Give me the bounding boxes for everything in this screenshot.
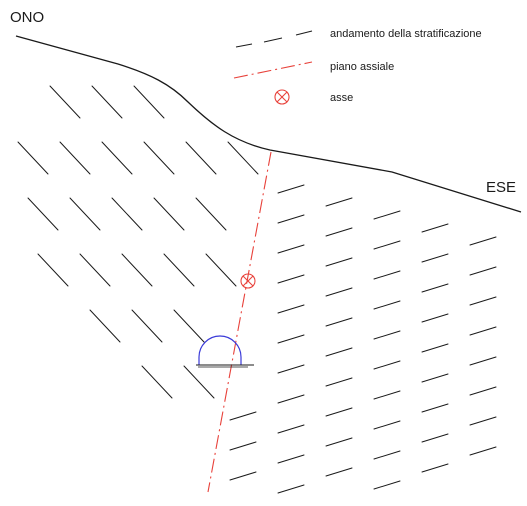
bedding-trace <box>325 197 353 207</box>
bedding-trace <box>469 236 497 246</box>
bedding-trace <box>205 253 237 287</box>
bedding-trace <box>49 85 81 119</box>
bedding-trace <box>469 296 497 306</box>
bedding-trace <box>373 420 401 430</box>
bedding-trace <box>325 467 353 477</box>
bedding-trace <box>421 463 449 473</box>
bedding-trace <box>421 343 449 353</box>
bedding-trace <box>163 253 195 287</box>
axial-plane-trace <box>207 151 272 493</box>
bedding-traces <box>17 85 497 494</box>
bedding-trace <box>373 330 401 340</box>
bedding-trace <box>277 334 305 344</box>
bedding-trace <box>373 210 401 220</box>
legend-bedding-label: andamento della stratificazione <box>330 28 482 40</box>
legend-item-bedding: andamento della stratificazione <box>235 28 482 48</box>
bedding-trace <box>421 253 449 263</box>
legend-item-axis: asse <box>274 89 353 105</box>
bedding-trace <box>373 450 401 460</box>
bedding-trace <box>277 424 305 434</box>
bedding-trace <box>421 433 449 443</box>
bedding-trace <box>141 365 173 399</box>
circle-x-icon <box>274 89 290 105</box>
bedding-trace <box>325 437 353 447</box>
legend: andamento della stratificazione piano as… <box>233 28 482 105</box>
bedding-trace <box>325 317 353 327</box>
bedding-trace <box>325 377 353 387</box>
bedding-trace <box>469 386 497 396</box>
bedding-trace <box>69 197 101 231</box>
bedding-trace <box>183 365 215 399</box>
bedding-trace <box>229 471 257 481</box>
legend-item-axial-plane: piano assiale <box>233 61 394 79</box>
bedding-trace <box>277 184 305 194</box>
bedding-trace <box>143 141 175 175</box>
legend-axis-label: asse <box>330 92 353 104</box>
bedding-trace <box>89 309 121 343</box>
bedding-trace <box>373 240 401 250</box>
west-label: ONO <box>10 9 44 26</box>
bedding-trace <box>229 441 257 451</box>
fold-axis-symbol <box>240 273 256 289</box>
east-label: ESE <box>486 179 516 196</box>
bedding-trace <box>227 141 259 175</box>
bedding-trace <box>101 141 133 175</box>
bedding-trace <box>277 244 305 254</box>
bedding-trace <box>421 403 449 413</box>
bedding-trace <box>373 390 401 400</box>
tunnel-section <box>196 335 254 368</box>
bedding-trace <box>195 197 227 231</box>
bedding-trace <box>91 85 123 119</box>
bedding-trace <box>373 270 401 280</box>
bedding-trace <box>469 356 497 366</box>
bedding-trace <box>277 454 305 464</box>
bedding-trace <box>277 394 305 404</box>
bedding-trace <box>469 446 497 456</box>
bedding-trace <box>325 407 353 417</box>
bedding-trace <box>277 364 305 374</box>
bedding-trace <box>421 223 449 233</box>
bedding-trace <box>79 253 111 287</box>
bedding-trace <box>373 360 401 370</box>
legend-axial-plane-label: piano assiale <box>330 61 394 73</box>
bedding-trace <box>173 309 205 343</box>
bedding-trace <box>131 309 163 343</box>
bedding-trace <box>229 411 257 421</box>
bedding-trace <box>469 416 497 426</box>
bedding-trace <box>277 304 305 314</box>
bedding-trace <box>59 141 91 175</box>
bedding-trace <box>37 253 69 287</box>
bedding-trace <box>133 85 165 119</box>
bedding-trace <box>325 287 353 297</box>
bedding-trace <box>185 141 217 175</box>
bedding-trace <box>153 197 185 231</box>
bedding-trace <box>325 227 353 237</box>
bedding-trace <box>277 274 305 284</box>
bedding-trace <box>277 214 305 224</box>
bedding-trace <box>421 373 449 383</box>
bedding-trace <box>121 253 153 287</box>
bedding-trace <box>469 326 497 336</box>
bedding-trace <box>27 197 59 231</box>
bedding-trace <box>325 347 353 357</box>
bedding-trace <box>373 480 401 490</box>
ground-surface-line <box>15 35 522 213</box>
bedding-trace <box>421 313 449 323</box>
bedding-trace <box>277 484 305 494</box>
bedding-trace <box>469 266 497 276</box>
bedding-trace <box>421 283 449 293</box>
bedding-trace <box>17 141 49 175</box>
bedding-trace <box>111 197 143 231</box>
bedding-trace <box>325 257 353 267</box>
bedding-trace <box>373 300 401 310</box>
